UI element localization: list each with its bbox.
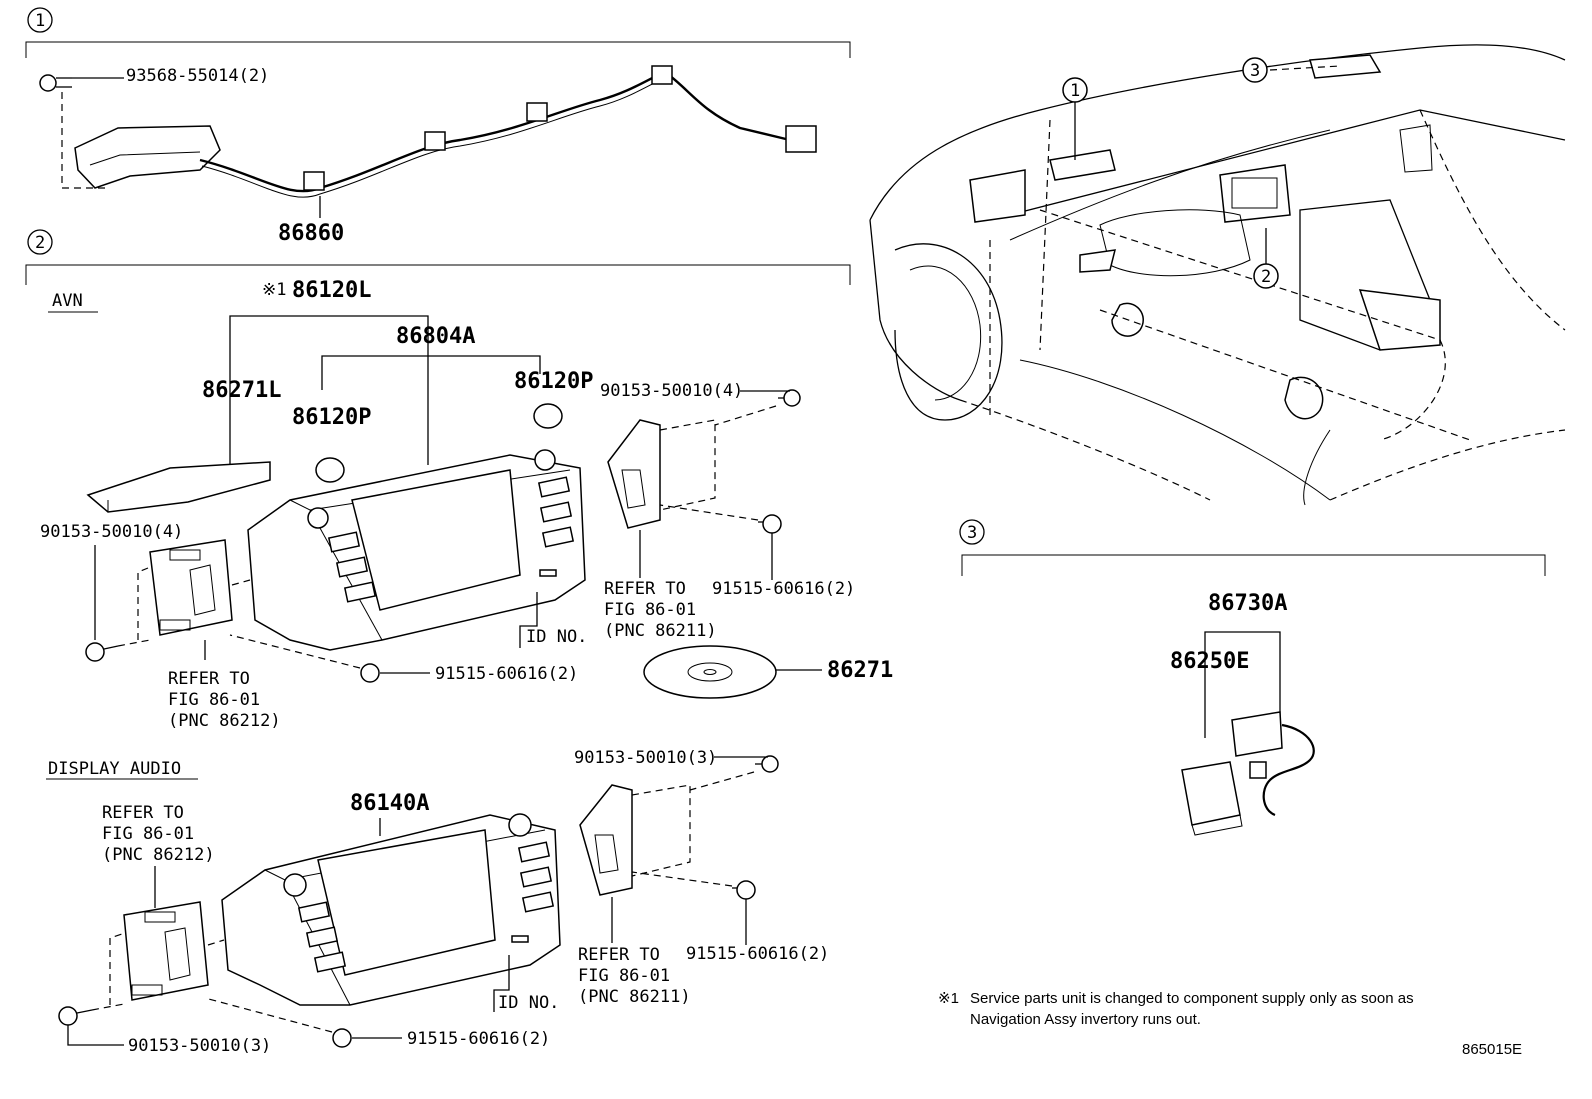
refer-da-right-1: REFER TO bbox=[578, 945, 660, 965]
part-86271: 86271 bbox=[827, 658, 893, 683]
refer-avn-right-2: FIG 86-01 bbox=[604, 600, 696, 620]
connector-86730A bbox=[1231, 711, 1315, 817]
section-3: 3 86730A 86250E bbox=[959, 519, 1546, 836]
screw-90153-bottom-da-icon bbox=[58, 1006, 93, 1026]
part-86120P-right: 86120P bbox=[514, 369, 593, 394]
part-86804A: 86804A bbox=[396, 324, 475, 349]
refer-da-right-2: FIG 86-01 bbox=[578, 966, 670, 986]
section-2-bracket bbox=[25, 264, 851, 285]
part-86860: 86860 bbox=[278, 221, 344, 246]
disc-86271-icon bbox=[643, 645, 777, 699]
bracket-left-avn bbox=[149, 539, 233, 636]
part-91515-da-bottom: 91515-60616(2) bbox=[407, 1029, 550, 1049]
callout-2-marker bbox=[1253, 263, 1279, 289]
part-86271L: 86271L bbox=[202, 378, 281, 403]
screw-91515-right-da-icon bbox=[732, 880, 756, 900]
refer-da-right-3: (PNC 86211) bbox=[578, 987, 691, 1007]
screw-91515-bottom-avn-icon bbox=[360, 663, 380, 683]
refer-avn-left-2: FIG 86-01 bbox=[168, 690, 260, 710]
antenna-cable-86860 bbox=[74, 65, 817, 198]
refer-avn-left-3: (PNC 86212) bbox=[168, 711, 281, 731]
part-86250E: 86250E bbox=[1170, 649, 1249, 674]
callout-3-marker bbox=[1242, 57, 1268, 83]
part-86140A: 86140A bbox=[350, 791, 429, 816]
refer-da-left-2: FIG 86-01 bbox=[102, 824, 194, 844]
refer-da-left-1: REFER TO bbox=[102, 803, 184, 823]
part-86120P-left: 86120P bbox=[292, 405, 371, 430]
bracket-left-da bbox=[123, 901, 209, 1001]
part-91515-avn-bottom: 91515-60616(2) bbox=[435, 664, 578, 684]
section-1: 1 93568-55014(2) 86860 bbox=[25, 7, 851, 246]
avn-head-unit bbox=[247, 449, 586, 651]
screw-91515-bottom-da-icon bbox=[332, 1028, 352, 1048]
screw-91515-right-avn-icon bbox=[758, 514, 782, 534]
callout-2-number: 2 bbox=[1261, 267, 1271, 287]
section-2-number: 2 bbox=[35, 233, 45, 253]
footnote: ※1 Service parts unit is changed to comp… bbox=[938, 990, 1414, 1028]
part-90153-avn-top: 90153-50010(4) bbox=[600, 381, 743, 401]
part-93568: 93568-55014(2) bbox=[126, 66, 269, 86]
display-audio-unit bbox=[221, 813, 561, 1006]
part-86120L: 86120L bbox=[292, 278, 371, 303]
group-display-audio-label: DISPLAY AUDIO bbox=[48, 759, 181, 779]
section-2: 2 AVN ※1 86120L 86804A 86271L 86120P 861… bbox=[25, 229, 893, 1056]
part-86730A: 86730A bbox=[1208, 591, 1287, 616]
note-mark: ※1 bbox=[262, 280, 286, 300]
part-91515-avn-right: 91515-60616(2) bbox=[712, 579, 855, 599]
section-1-bracket bbox=[25, 41, 851, 58]
section-3-bracket bbox=[961, 554, 1546, 576]
id-no-avn: ID NO. bbox=[526, 627, 587, 647]
callout-1-number: 1 bbox=[1070, 81, 1080, 101]
module-86250E bbox=[1181, 761, 1243, 836]
screw-90153-left-avn-icon bbox=[85, 642, 119, 662]
refer-avn-right-3: (PNC 86211) bbox=[604, 621, 717, 641]
section-1-marker bbox=[27, 7, 53, 33]
footnote-line-1: Service parts unit is changed to compone… bbox=[970, 990, 1414, 1007]
refer-da-left-3: (PNC 86212) bbox=[102, 845, 215, 865]
part-90153-da-bottom: 90153-50010(3) bbox=[128, 1036, 271, 1056]
section-3-number: 3 bbox=[967, 523, 977, 543]
bracket-right-da bbox=[579, 784, 633, 896]
knob-86120P-right bbox=[533, 403, 563, 429]
callout-1-marker bbox=[1062, 77, 1088, 103]
bracket-right-avn bbox=[607, 419, 661, 529]
plate-86271L bbox=[86, 461, 271, 513]
screw-90153-top-avn-icon bbox=[778, 389, 801, 407]
section-1-number: 1 bbox=[35, 11, 45, 31]
footnote-line-2: Navigation Assy invertory runs out. bbox=[970, 1011, 1201, 1028]
callout-3-number: 3 bbox=[1250, 61, 1260, 81]
refer-avn-right-1: REFER TO bbox=[604, 579, 686, 599]
knob-86120P-left bbox=[315, 457, 345, 483]
vehicle-interior-illustration: 3 1 2 bbox=[869, 44, 1566, 506]
screw-93568-icon bbox=[39, 74, 72, 92]
refer-avn-left-1: REFER TO bbox=[168, 669, 250, 689]
id-no-da: ID NO. bbox=[498, 993, 559, 1013]
part-91515-da-right: 91515-60616(2) bbox=[686, 944, 829, 964]
group-avn-label: AVN bbox=[52, 291, 83, 311]
footnote-mark: ※1 bbox=[938, 990, 959, 1007]
part-90153-da-top: 90153-50010(3) bbox=[574, 748, 717, 768]
section-3-marker bbox=[959, 519, 985, 545]
section-2-marker bbox=[27, 229, 53, 255]
screw-90153-top-da-icon bbox=[755, 755, 779, 773]
part-90153-avn-left: 90153-50010(4) bbox=[40, 522, 183, 542]
figure-id: 865015E bbox=[1462, 1041, 1522, 1058]
